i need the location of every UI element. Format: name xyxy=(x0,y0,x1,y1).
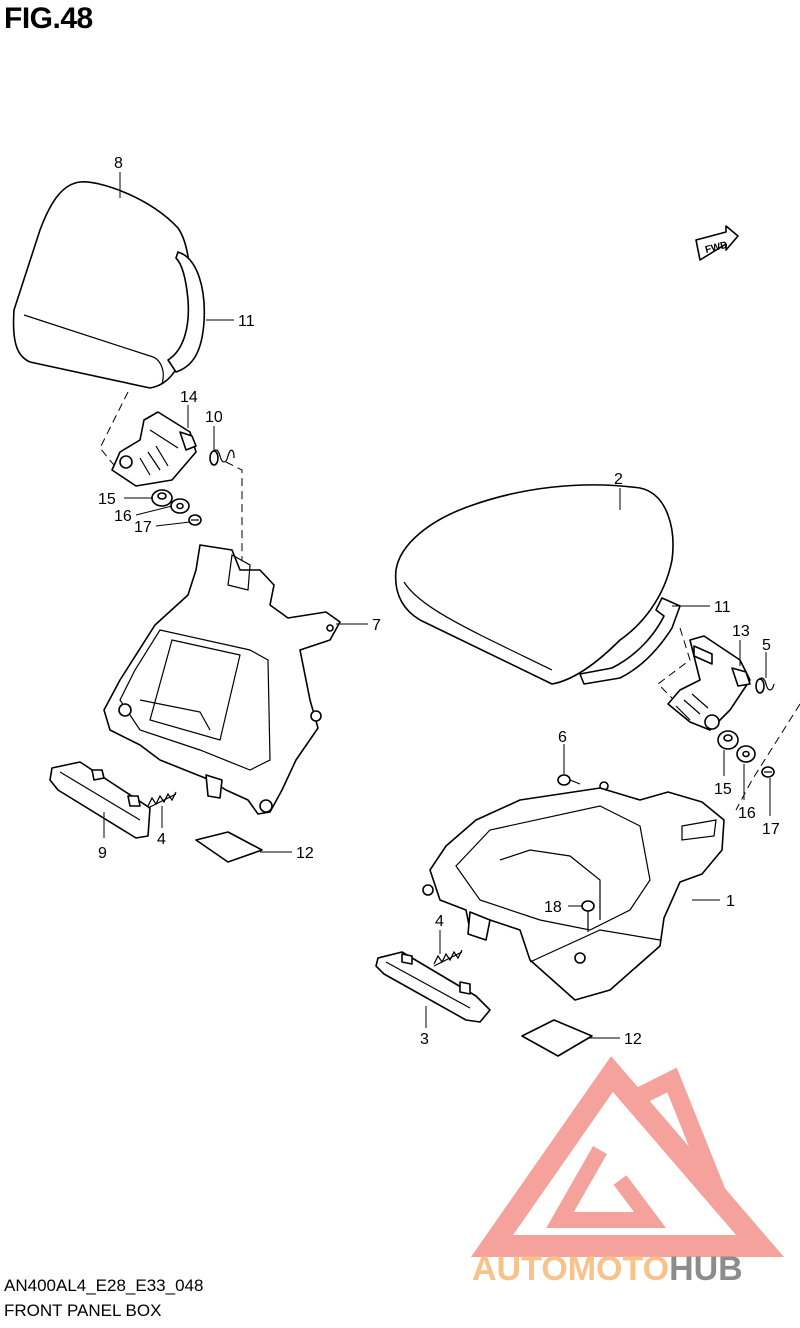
part-10-spring xyxy=(209,449,235,466)
model-code: AN400AL4_E28_E33_048 xyxy=(4,1276,204,1295)
dashed-guide xyxy=(225,461,243,560)
callout-14: 14 xyxy=(180,389,198,406)
part-11-right-seal xyxy=(579,597,681,685)
callout-6: 6 xyxy=(558,729,567,746)
callout-16-right: 16 xyxy=(738,805,756,822)
part-2-right-lid xyxy=(394,484,674,685)
callout-7: 7 xyxy=(372,617,381,634)
watermark-triangle-outer xyxy=(470,1056,784,1257)
callout-10: 10 xyxy=(205,409,223,426)
callout-3: 3 xyxy=(420,1031,429,1048)
part-1-right-box xyxy=(422,787,725,1001)
part-17-right-screw xyxy=(761,766,775,778)
callout-12-left: 12 xyxy=(296,845,314,862)
callout-15-left: 15 xyxy=(98,491,116,508)
part-7-left-box xyxy=(103,544,341,815)
watermark-triangle-peak xyxy=(635,1067,729,1204)
callout-2: 2 xyxy=(614,471,623,488)
automotohub-watermark: AUTOMOTOHUB xyxy=(470,1056,784,1288)
part-15-right-bushing xyxy=(717,730,739,750)
part-9-left-latch xyxy=(49,761,151,839)
callout-15-right: 15 xyxy=(714,781,732,798)
part-4-right-spring xyxy=(433,949,463,967)
watermark-wordmark-left: AUTOMOTO xyxy=(472,1250,669,1288)
part-5-right-spring xyxy=(755,677,775,694)
fwd-label: FWD xyxy=(704,240,729,256)
callout-12-right: 12 xyxy=(624,1031,642,1048)
fwd-direction-badge: FWD xyxy=(695,225,739,261)
part-11-left-seal xyxy=(167,251,206,373)
part-14-left-hinge xyxy=(111,411,197,487)
part-16-right-washer xyxy=(736,745,756,763)
callout-11-right: 11 xyxy=(714,599,731,616)
watermark-triangle-inner xyxy=(546,1146,666,1228)
callout-5: 5 xyxy=(762,637,771,654)
watermark-wordmark-right: HUB xyxy=(669,1250,743,1288)
callout-9: 9 xyxy=(98,845,107,862)
callout-8: 8 xyxy=(114,155,123,172)
figure-caption: FRONT PANEL BOX xyxy=(4,1301,162,1320)
part-15-left-bushing xyxy=(151,489,173,507)
callout-11-left: 11 xyxy=(238,313,255,330)
callout-16-left: 16 xyxy=(114,508,132,525)
callout-17-left: 17 xyxy=(134,519,152,536)
figure-title: FIG.48 xyxy=(4,2,93,35)
watermark-wordmark: AUTOMOTOHUB xyxy=(472,1250,743,1288)
dashed-guide xyxy=(99,391,129,471)
part-4-left-spring xyxy=(147,791,177,809)
part-13-right-hinge xyxy=(667,635,751,731)
callout-13: 13 xyxy=(732,623,750,640)
dashed-guide xyxy=(735,703,800,811)
callout-4-left: 4 xyxy=(157,831,166,848)
callout-1: 1 xyxy=(726,893,735,910)
dashed-guide xyxy=(657,627,691,703)
callout-17-right: 17 xyxy=(762,821,780,838)
part-8-left-lid xyxy=(12,181,192,389)
part-3-right-latch xyxy=(375,951,491,1023)
part-12-right-pad xyxy=(521,1019,593,1057)
part-16-left-washer xyxy=(170,498,190,514)
part-12-left-pad xyxy=(195,831,263,863)
callout-18: 18 xyxy=(544,899,562,916)
callout-4-right: 4 xyxy=(435,913,444,930)
leader-lines xyxy=(103,172,771,1039)
callout-labels: 8 11 14 10 15 16 17 7 9 4 12 2 11 13 5 6… xyxy=(98,155,780,1048)
part-17-left-screw xyxy=(188,514,202,526)
